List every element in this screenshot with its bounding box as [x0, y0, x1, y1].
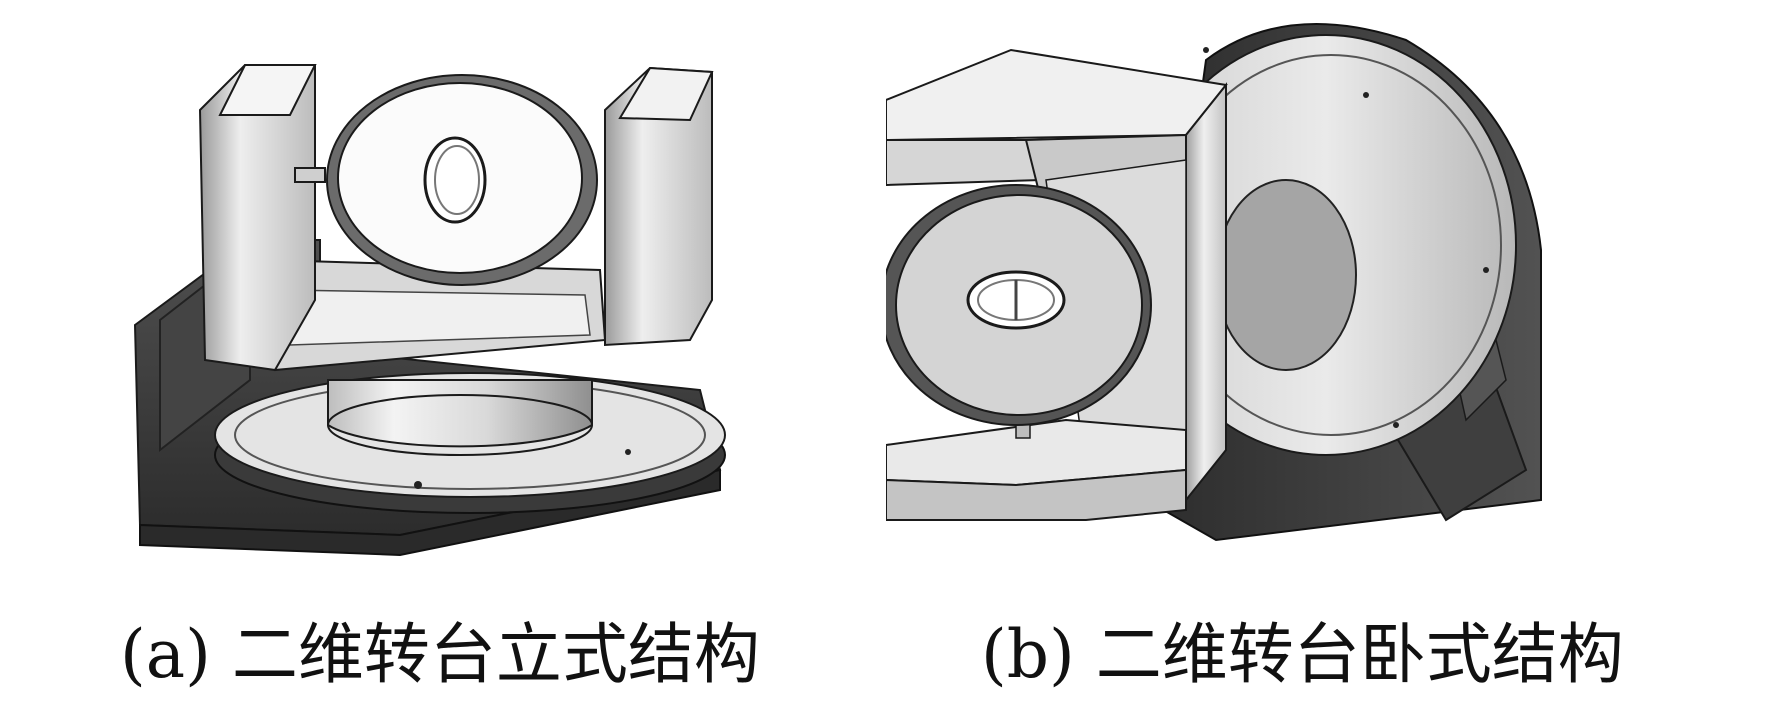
tilting-ring: [326, 74, 598, 286]
vertical-turntable-illustration: [133, 64, 726, 557]
panel-horizontal-structure: (b) 二维转台卧式结构: [886, 0, 1772, 709]
caption-vertical-structure: (a) 二维转台立式结构: [120, 616, 760, 693]
large-rotary-disc: [1135, 34, 1517, 456]
caption-horizontal-structure: (b) 二维转台卧式结构: [981, 616, 1624, 693]
u-shaped-yoke: [198, 64, 714, 372]
central-shaft: [327, 379, 593, 456]
panel-vertical-structure: (a) 二维转台立式结构: [120, 64, 760, 693]
horizontal-turntable-illustration: [886, 23, 1542, 542]
tilting-ring: [886, 184, 1152, 426]
